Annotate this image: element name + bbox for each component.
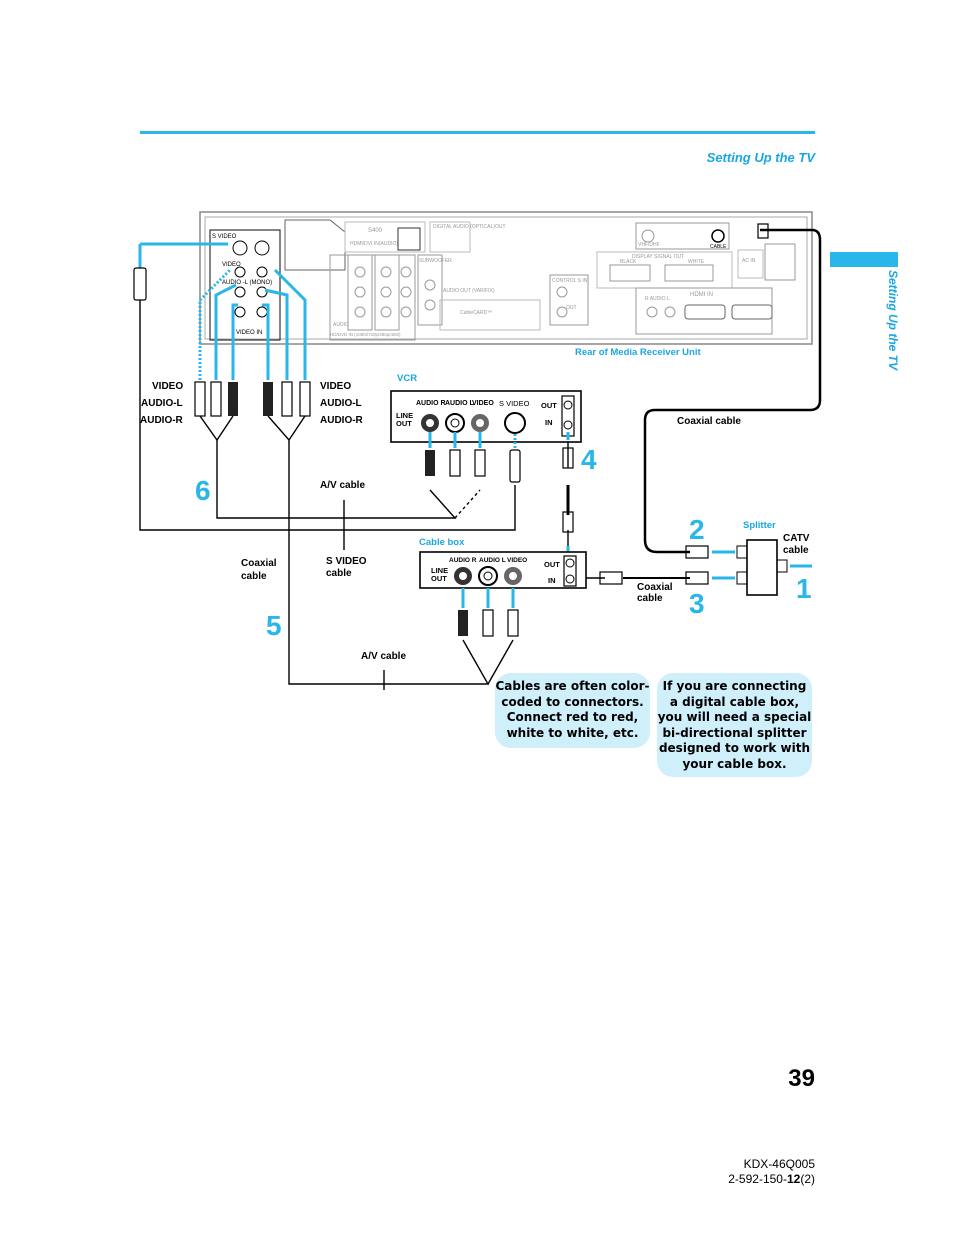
part-number: 2-592-150-12(2) bbox=[640, 1172, 815, 1187]
panel-white: WHITE bbox=[688, 259, 705, 265]
panel-control-s: CONTROL S IN bbox=[552, 278, 588, 284]
panel-display-out: DISPLAY SIGNAL OUT bbox=[632, 254, 684, 260]
cable-box-audio-l: AUDIO L bbox=[479, 557, 506, 564]
vcr-title: VCR bbox=[397, 373, 418, 384]
panel-cable-card: CableCARD™ bbox=[460, 310, 492, 316]
panel-video-in: VIDEO IN bbox=[236, 330, 262, 336]
tv-left-video: VIDEO bbox=[152, 381, 184, 392]
panel-digital-audio: DIGITAL AUDIO (OPTICAL)OUT bbox=[433, 224, 506, 230]
part-suffix: (2) bbox=[800, 1172, 815, 1186]
av-cable-top: A/V cable bbox=[320, 480, 366, 491]
section-title: Setting Up the TV bbox=[706, 150, 815, 165]
panel-vhf-uhf: VHF/UHF bbox=[638, 242, 660, 248]
step-number-1: 1 bbox=[796, 573, 812, 604]
vcr-jack-s-video: S VIDEO bbox=[499, 399, 530, 408]
model-info: KDX-46Q005 2-592-150-12(2) bbox=[640, 1157, 815, 1187]
step-number-5: 5 bbox=[266, 610, 282, 641]
panel-r-audio-l: R AUDIO L bbox=[645, 296, 670, 302]
panel-cable: CABLE bbox=[710, 244, 727, 250]
vcr-line-out: LINE OUT bbox=[396, 411, 414, 428]
part-bold: 12 bbox=[786, 1172, 801, 1186]
wiring bbox=[139, 228, 822, 690]
vcr-panel bbox=[390, 390, 582, 443]
panel-control-s-out: OUT bbox=[566, 305, 577, 311]
side-tab-marker bbox=[830, 252, 898, 267]
cable-box-line-out: LINE OUT bbox=[431, 566, 449, 583]
panel-audio: AUDIO bbox=[333, 322, 349, 328]
step-number-4: 4 bbox=[581, 444, 597, 475]
tv-right-audio-l: AUDIO-L bbox=[320, 398, 362, 409]
panel-s-video: S VIDEO bbox=[212, 234, 237, 240]
coaxial-cable-splitter: Coaxial cable bbox=[637, 582, 673, 604]
note-digital-splitter: If you are connecting a digital cable bo… bbox=[657, 673, 812, 777]
rear-panel-caption: Rear of Media Receiver Unit bbox=[575, 347, 701, 358]
tv-left-plugs bbox=[194, 381, 311, 417]
catv-cable: CATV cable bbox=[783, 533, 810, 556]
vcr-jack-video: VIDEO bbox=[472, 400, 494, 407]
step-number-2: 2 bbox=[689, 514, 705, 545]
panel-hd-component: HD/DVD IN (1080i/720p/480p/480i) bbox=[330, 332, 401, 337]
vcr-in: IN bbox=[545, 418, 553, 427]
rear-panel: S VIDEO VIDEO AUDIO -L (MONO) VIDEO IN D… bbox=[199, 211, 813, 345]
step-number-6: 6 bbox=[195, 475, 211, 506]
cable-box-arrows bbox=[461, 550, 812, 608]
cable-box-panel bbox=[419, 551, 587, 589]
av-cable-bottom: A/V cable bbox=[361, 651, 407, 662]
note-color-coded: Cables are often color-coded to connecto… bbox=[495, 673, 650, 748]
cable-box-audio-r: AUDIO R bbox=[449, 557, 477, 564]
coax-connectors bbox=[562, 223, 769, 585]
panel-subwoofer: SUBWOOFER bbox=[419, 258, 452, 264]
panel-audio-l: AUDIO -L (MONO) bbox=[222, 280, 272, 286]
vcr-jack-audio-r: AUDIO R bbox=[416, 400, 446, 407]
header-rule bbox=[140, 131, 815, 134]
coaxial-cable-top: Coaxial cable bbox=[677, 416, 741, 427]
step-number-3: 3 bbox=[689, 588, 705, 619]
tv-left-audio-r: AUDIO-R bbox=[140, 415, 183, 426]
cable-box-in: IN bbox=[548, 576, 556, 585]
panel-ac-in: AC IN bbox=[742, 258, 756, 264]
cable-box-plugs bbox=[458, 609, 519, 637]
panel-video: VIDEO bbox=[222, 262, 241, 268]
panel-s400: S400 bbox=[368, 228, 383, 234]
s-video-cable: S VIDEO cable bbox=[326, 556, 367, 579]
tv-input-arrows bbox=[138, 242, 307, 380]
vcr-plugs bbox=[425, 449, 521, 483]
s-video-plug bbox=[133, 267, 147, 301]
model-number: KDX-46Q005 bbox=[743, 1157, 815, 1171]
cable-box-out: OUT bbox=[544, 560, 560, 569]
panel-hdmi-dvi: HDMI/DVI IN(AUDIO) bbox=[350, 241, 398, 247]
cable-box-video: VIDEO bbox=[507, 557, 528, 564]
tv-left-audio-l: AUDIO-L bbox=[141, 398, 183, 409]
tv-right-video: VIDEO bbox=[320, 381, 352, 392]
cable-box-title: Cable box bbox=[419, 537, 465, 548]
vcr-out: OUT bbox=[541, 401, 557, 410]
part-prefix: 2-592-150- bbox=[728, 1172, 787, 1186]
coaxial-cable-left: Coaxial cable bbox=[241, 558, 277, 582]
panel-audio-out: AUDIO OUT (VAR/FIX) bbox=[443, 288, 495, 294]
vcr-jack-audio-l: AUDIO L bbox=[445, 400, 474, 407]
tv-right-audio-r: AUDIO-R bbox=[320, 415, 363, 426]
page-number: 39 bbox=[788, 1065, 815, 1092]
splitter-title: Splitter bbox=[743, 520, 776, 531]
panel-hdmi-in: HDMI IN bbox=[690, 292, 713, 298]
splitter bbox=[736, 539, 788, 596]
panel-black: BLACK bbox=[620, 259, 637, 265]
